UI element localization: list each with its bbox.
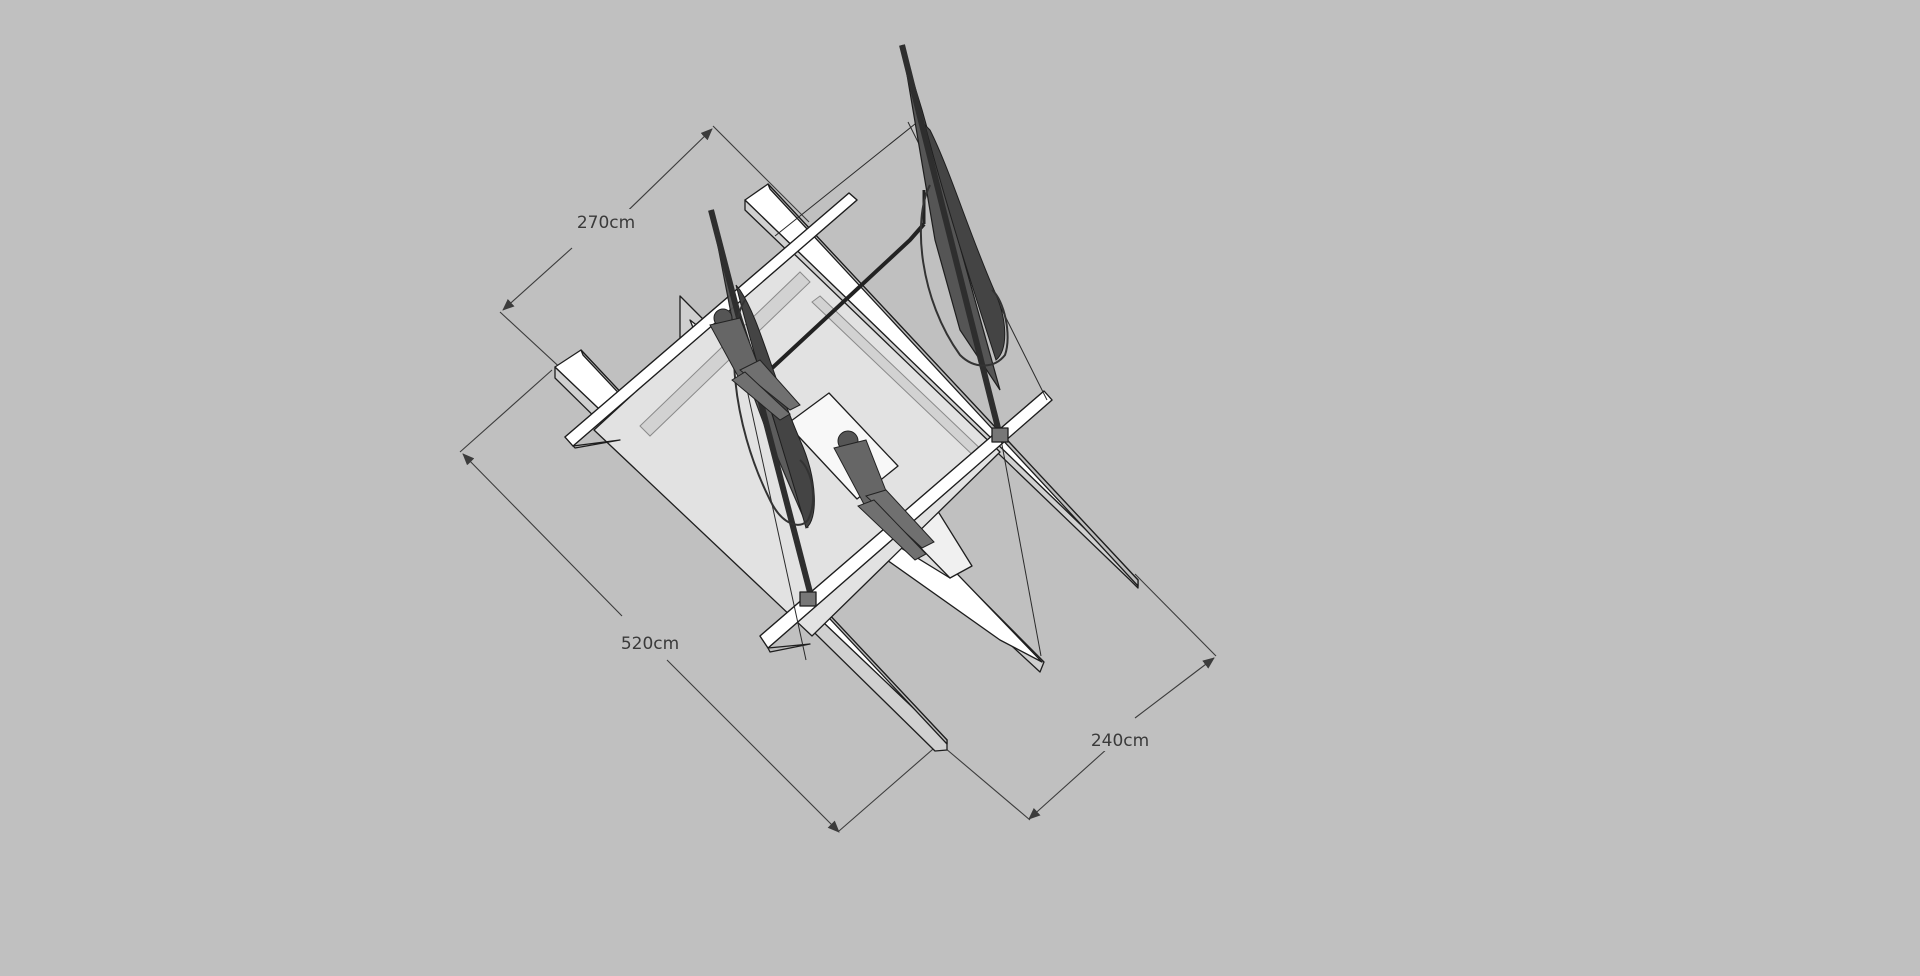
- extension-line: [944, 747, 1031, 821]
- extension-line: [712, 125, 810, 223]
- extension-line: [459, 369, 553, 453]
- dimension-arrow: [1028, 747, 1109, 820]
- spar: [768, 190, 926, 372]
- dimension-label-520: 520cm: [621, 634, 679, 654]
- rear-sail: [899, 44, 1009, 443]
- label-bg: [1088, 727, 1152, 751]
- extension-line: [838, 742, 941, 832]
- label-bg: [575, 209, 637, 233]
- dimension-240: [944, 573, 1217, 821]
- dimension-label-240: 240cm: [1091, 731, 1149, 751]
- extension-line: [1134, 573, 1217, 657]
- dimension-520: [459, 369, 941, 833]
- label-bg: [618, 630, 682, 654]
- crew-member-rear: [833, 430, 935, 561]
- dimension-arrow: [1134, 657, 1215, 719]
- dimension-label-270: 270cm: [577, 213, 635, 233]
- dimension-arrow: [502, 247, 573, 311]
- dimension-arrow: [462, 453, 623, 617]
- front-crossbeam: [564, 192, 858, 449]
- crew-member-front: [709, 308, 801, 421]
- dimension-arrow: [666, 659, 840, 833]
